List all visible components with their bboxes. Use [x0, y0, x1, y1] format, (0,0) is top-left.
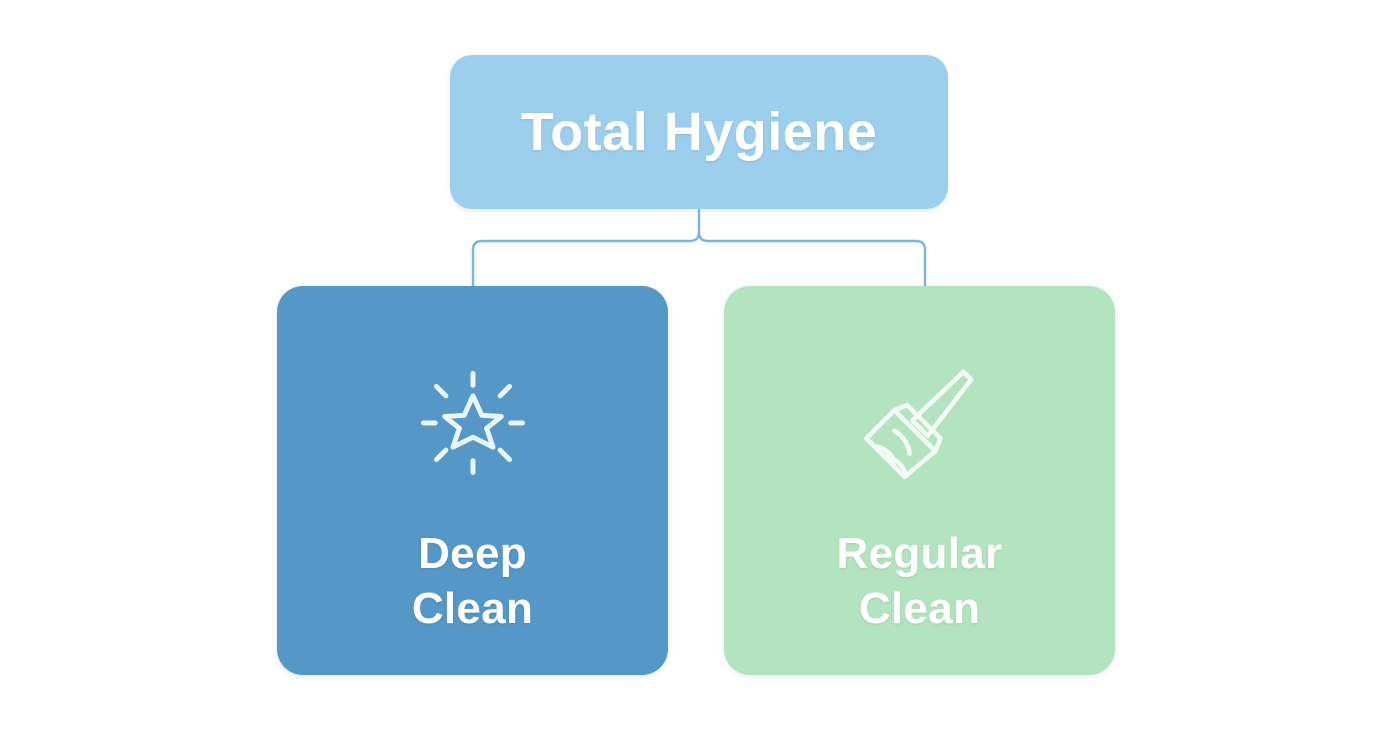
node-root-label: Total Hygiene — [520, 101, 878, 162]
connector-branch-right — [697, 230, 927, 288]
node-deep-clean-label: Deep Clean — [411, 529, 534, 633]
node-regular-clean[interactable]: Regular Clean — [724, 286, 1115, 675]
node-regular-clean-label: Regular Clean — [836, 529, 1003, 633]
broom-icon — [845, 348, 995, 498]
node-root[interactable]: Total Hygiene — [450, 55, 948, 209]
node-deep-clean[interactable]: Deep Clean — [277, 286, 668, 675]
connector-branch-left — [471, 230, 701, 288]
sparkle-icon — [398, 348, 548, 498]
